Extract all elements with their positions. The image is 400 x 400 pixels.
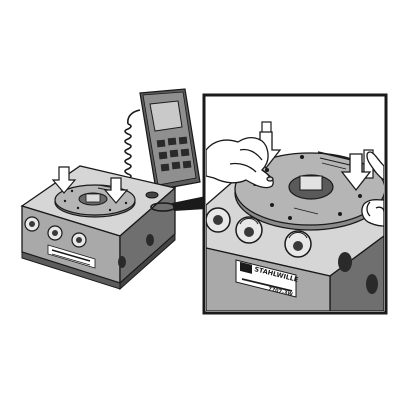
front-gauge-middle — [47, 225, 63, 241]
callout-leader — [150, 196, 206, 212]
display-buttons — [156, 136, 192, 172]
display-screen — [149, 100, 183, 132]
front-gauge-right — [71, 232, 87, 248]
gauge-large-right — [284, 230, 312, 258]
right-hand — [361, 151, 384, 227]
model-plate-text: 7707-3W — [268, 286, 294, 298]
push-arrows-small — [51, 166, 129, 204]
front-gauge-left — [24, 216, 40, 232]
gauge-large-middle — [235, 216, 263, 244]
gauge-large-left — [206, 207, 231, 233]
left-hand — [206, 136, 274, 189]
digital-display-unit — [139, 88, 201, 191]
front-nameplate — [47, 244, 96, 269]
torque-tester-block — [20, 165, 177, 291]
callout-magnifier: STAHLWILLE 7707-3W — [202, 93, 388, 315]
